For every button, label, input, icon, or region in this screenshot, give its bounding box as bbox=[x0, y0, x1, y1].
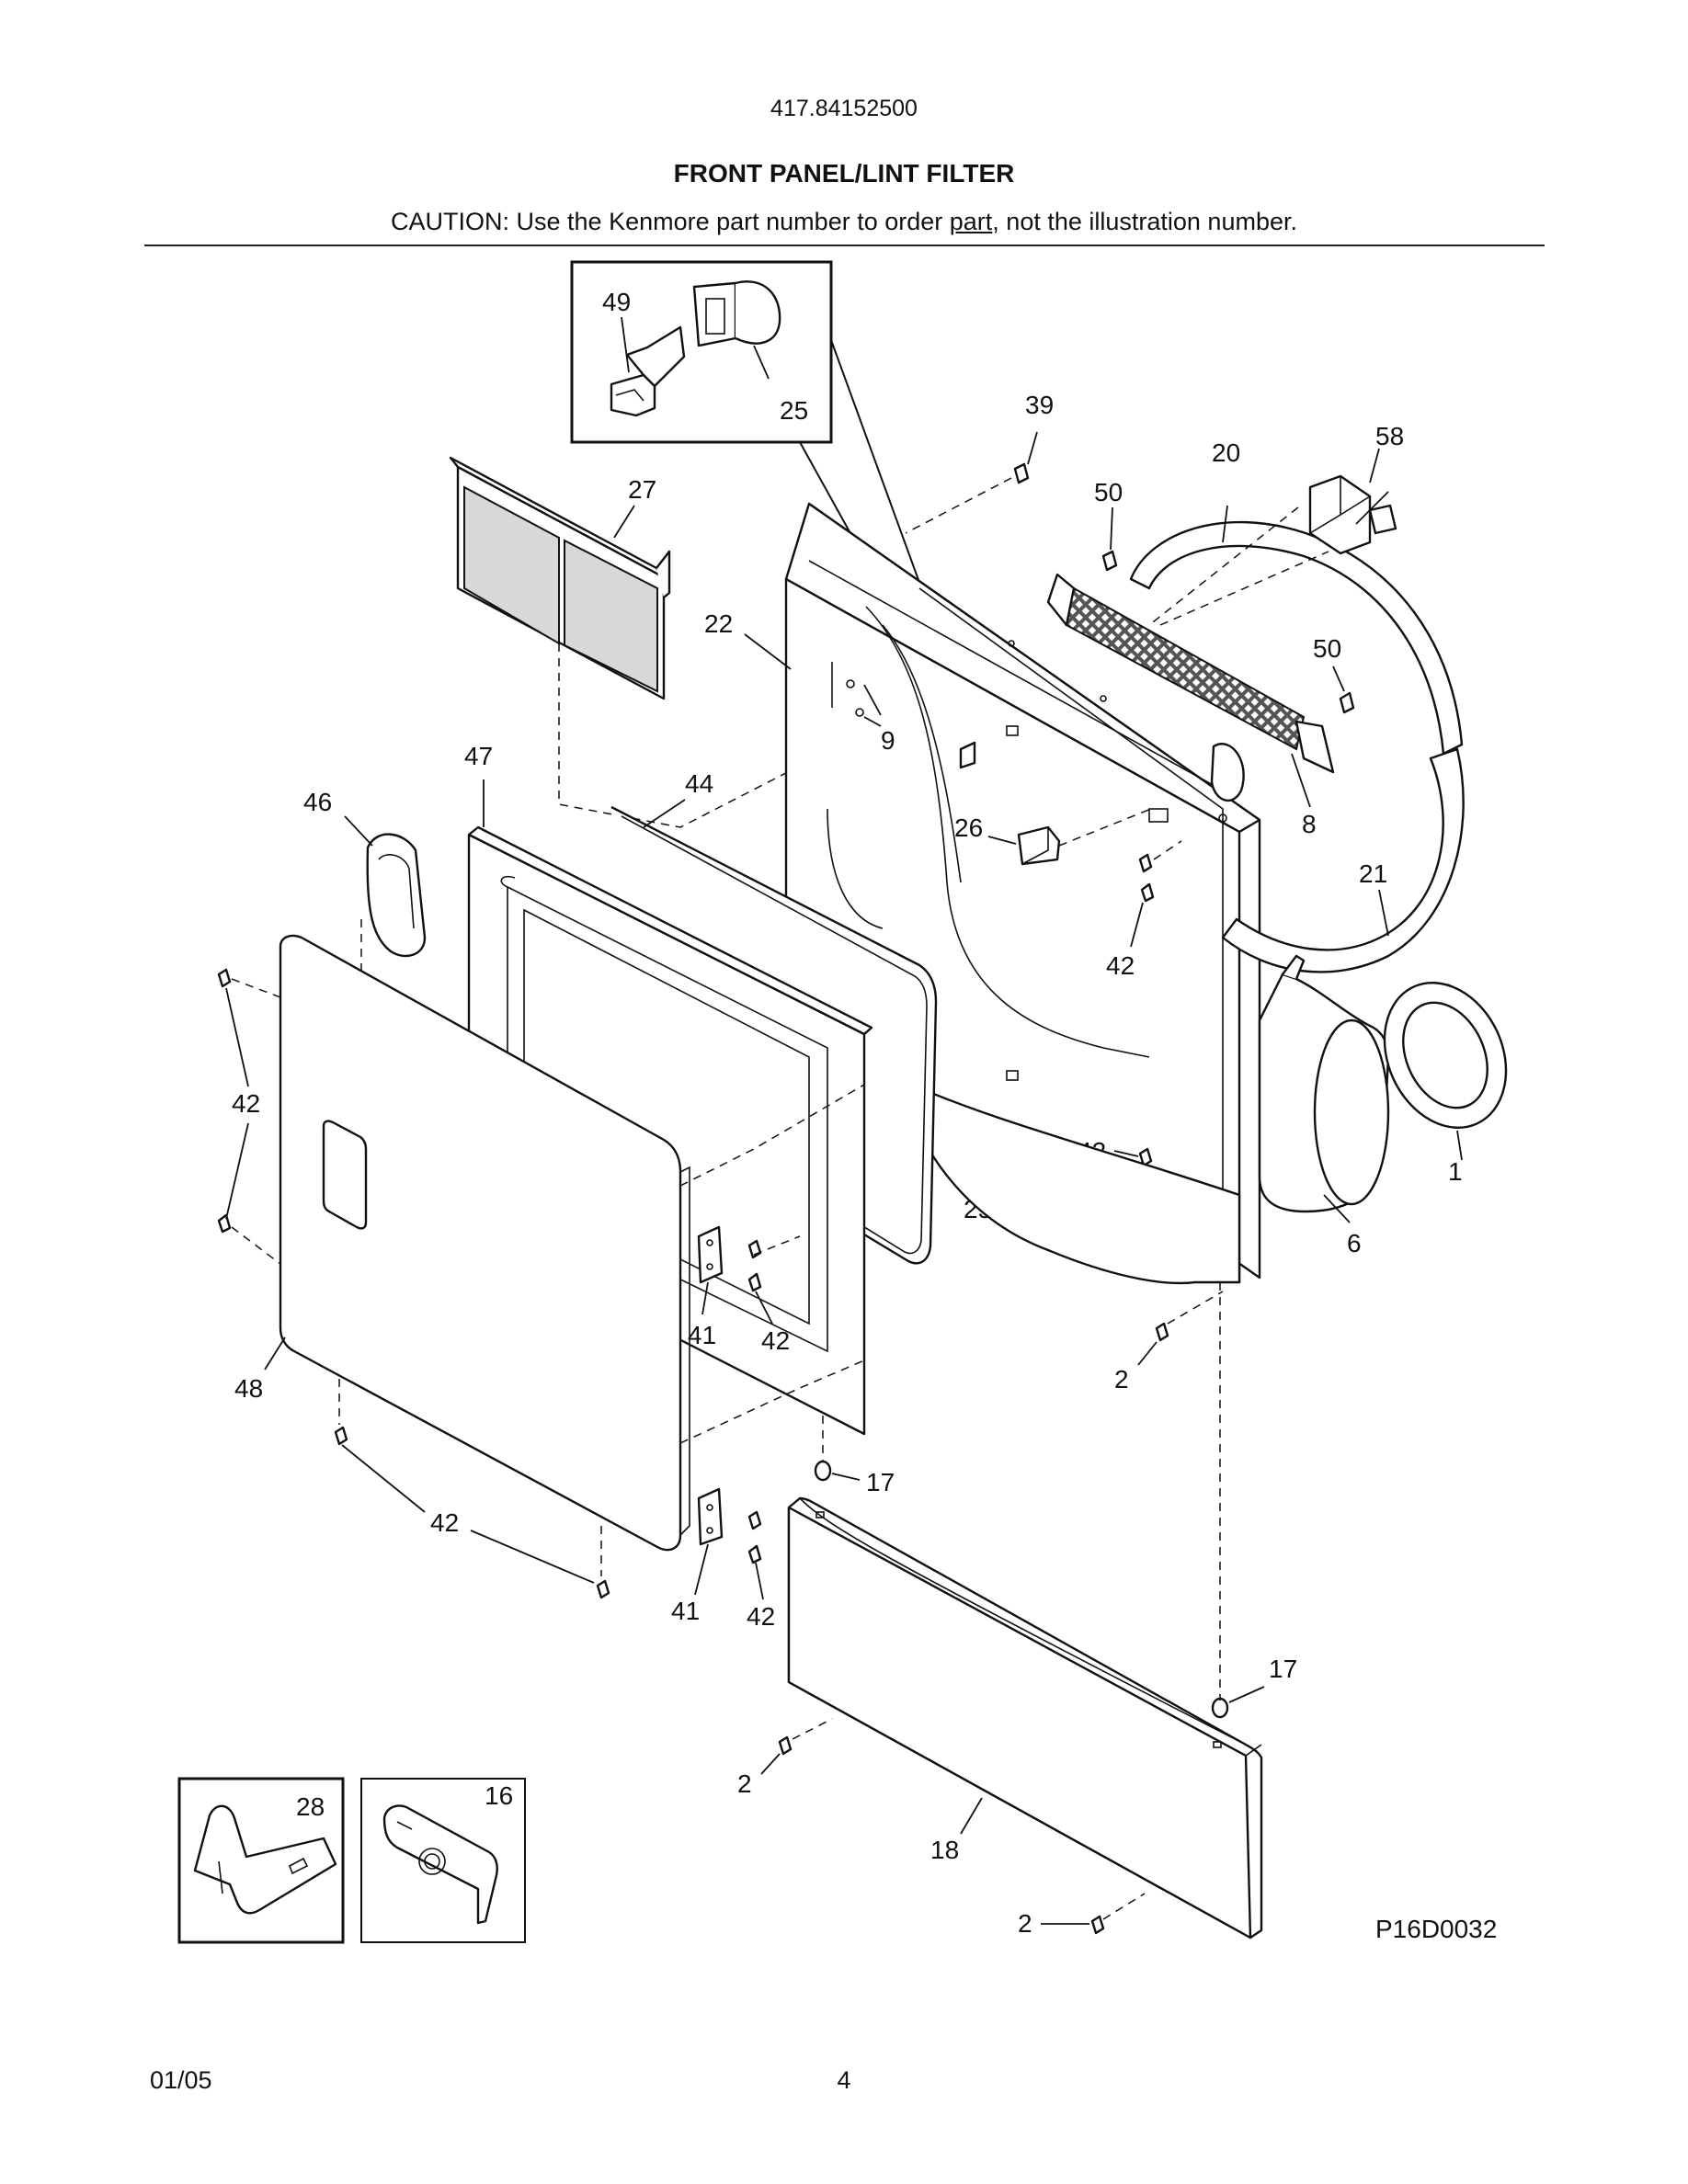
part-17-clip-right bbox=[1211, 1697, 1229, 1719]
callout-27: 27 bbox=[628, 475, 656, 504]
footer-date: 01/05 bbox=[150, 2066, 212, 2094]
part-50-screw-left bbox=[1101, 550, 1118, 572]
callout-42-hinge-lower: 42 bbox=[747, 1602, 775, 1631]
callout-2-lower-left: 2 bbox=[737, 1769, 752, 1798]
caution-suffix: , not the illustration number. bbox=[992, 208, 1297, 235]
callout-47: 47 bbox=[464, 742, 493, 770]
part-20-21-felt-seal bbox=[1129, 520, 1465, 973]
part-17-clip-left bbox=[814, 1460, 832, 1482]
part-47-inner-door bbox=[467, 825, 873, 1436]
part-58-thermal-fuse bbox=[1308, 474, 1397, 555]
callout-16: 16 bbox=[485, 1781, 513, 1810]
part-6-exhaust-duct bbox=[1258, 954, 1390, 1213]
part-25-on-panel bbox=[959, 741, 976, 769]
callout-49: 49 bbox=[602, 288, 631, 316]
part-48-outer-door bbox=[279, 934, 690, 1552]
callout-2-bottom: 2 bbox=[1018, 1909, 1032, 1938]
part-50-screw-right bbox=[1339, 691, 1355, 714]
part-46-door-handle bbox=[366, 833, 427, 958]
part-42-screw-hinge-lower bbox=[747, 1510, 762, 1564]
part-42-screw-panel-upper bbox=[1138, 853, 1155, 903]
caution-prefix: CAUTION: Use the Kenmore part number to … bbox=[391, 208, 950, 235]
callout-39: 39 bbox=[1025, 391, 1054, 419]
callout-9-upper: 9 bbox=[881, 726, 895, 755]
part-42-screw-door-top bbox=[217, 968, 232, 988]
callout-50-right: 50 bbox=[1313, 634, 1341, 663]
callout-42-door-bottom: 42 bbox=[430, 1508, 459, 1537]
part-18-toe-panel bbox=[787, 1496, 1263, 1939]
callout-2-upper: 2 bbox=[1114, 1365, 1129, 1393]
callout-25-inset: 25 bbox=[780, 396, 808, 425]
part-2-screw-upper bbox=[1155, 1322, 1169, 1342]
part-39-screw bbox=[1013, 462, 1030, 484]
part-42-screw-door-bottom bbox=[217, 1213, 232, 1234]
callout-42-door-left: 42 bbox=[232, 1089, 260, 1118]
part-27-lint-filter bbox=[449, 456, 671, 700]
callout-50-left: 50 bbox=[1094, 478, 1123, 506]
callout-18: 18 bbox=[930, 1836, 959, 1864]
callout-41-lower: 41 bbox=[671, 1597, 700, 1625]
callout-41-upper: 41 bbox=[688, 1321, 716, 1349]
callout-44: 44 bbox=[685, 769, 713, 798]
inset-box-28: 28 bbox=[177, 1777, 345, 1944]
callout-21: 21 bbox=[1359, 859, 1387, 888]
footer-page-number: 4 bbox=[837, 2066, 851, 2094]
callout-26: 26 bbox=[954, 813, 983, 842]
drawing-code: P16D0032 bbox=[1375, 1915, 1497, 1943]
callout-8: 8 bbox=[1302, 810, 1317, 838]
callout-1: 1 bbox=[1448, 1157, 1463, 1186]
panel-bottom-shroud bbox=[899, 1078, 1241, 1285]
page-title: FRONT PANEL/LINT FILTER bbox=[673, 159, 1015, 188]
part-2-screw-bottom bbox=[1090, 1915, 1105, 1935]
part-26-door-switch bbox=[1017, 825, 1061, 866]
part-2-screw-lower-left bbox=[778, 1735, 793, 1756]
part-41-hinge-lower bbox=[697, 1487, 724, 1546]
part-49-clip bbox=[610, 325, 686, 417]
part-1-exhaust-seal bbox=[1383, 981, 1508, 1130]
callout-20: 20 bbox=[1212, 438, 1240, 467]
callout-46: 46 bbox=[303, 788, 332, 816]
callout-48: 48 bbox=[234, 1374, 263, 1403]
inset-box-16: 16 bbox=[360, 1778, 526, 1943]
part-25-bracket bbox=[692, 280, 781, 347]
part-8-lint-housing bbox=[1046, 573, 1335, 774]
callout-17-right: 17 bbox=[1269, 1655, 1297, 1683]
part-9-holes-upper bbox=[831, 662, 864, 717]
model-number: 417.84152500 bbox=[770, 96, 918, 121]
caution-part-link: part bbox=[949, 208, 993, 235]
callout-6: 6 bbox=[1347, 1229, 1362, 1257]
part-42-screw-door-bottom-right bbox=[596, 1579, 610, 1599]
callout-58: 58 bbox=[1375, 422, 1404, 450]
inset-box-top: 49 25 bbox=[570, 260, 833, 444]
part-22-front-panel bbox=[784, 502, 1261, 1284]
callout-22: 22 bbox=[704, 609, 733, 638]
callout-28: 28 bbox=[296, 1792, 325, 1821]
part-41-hinge-upper bbox=[697, 1225, 724, 1284]
header-rule bbox=[144, 245, 1545, 246]
part-42-screw-door-bottom-left bbox=[334, 1426, 348, 1446]
callout-17-left: 17 bbox=[866, 1468, 895, 1496]
callout-42-panel-upper: 42 bbox=[1106, 951, 1135, 980]
callout-42-hinge-upper: 42 bbox=[761, 1326, 790, 1355]
caution-note: CAUTION: Use the Kenmore part number to … bbox=[0, 208, 1688, 236]
